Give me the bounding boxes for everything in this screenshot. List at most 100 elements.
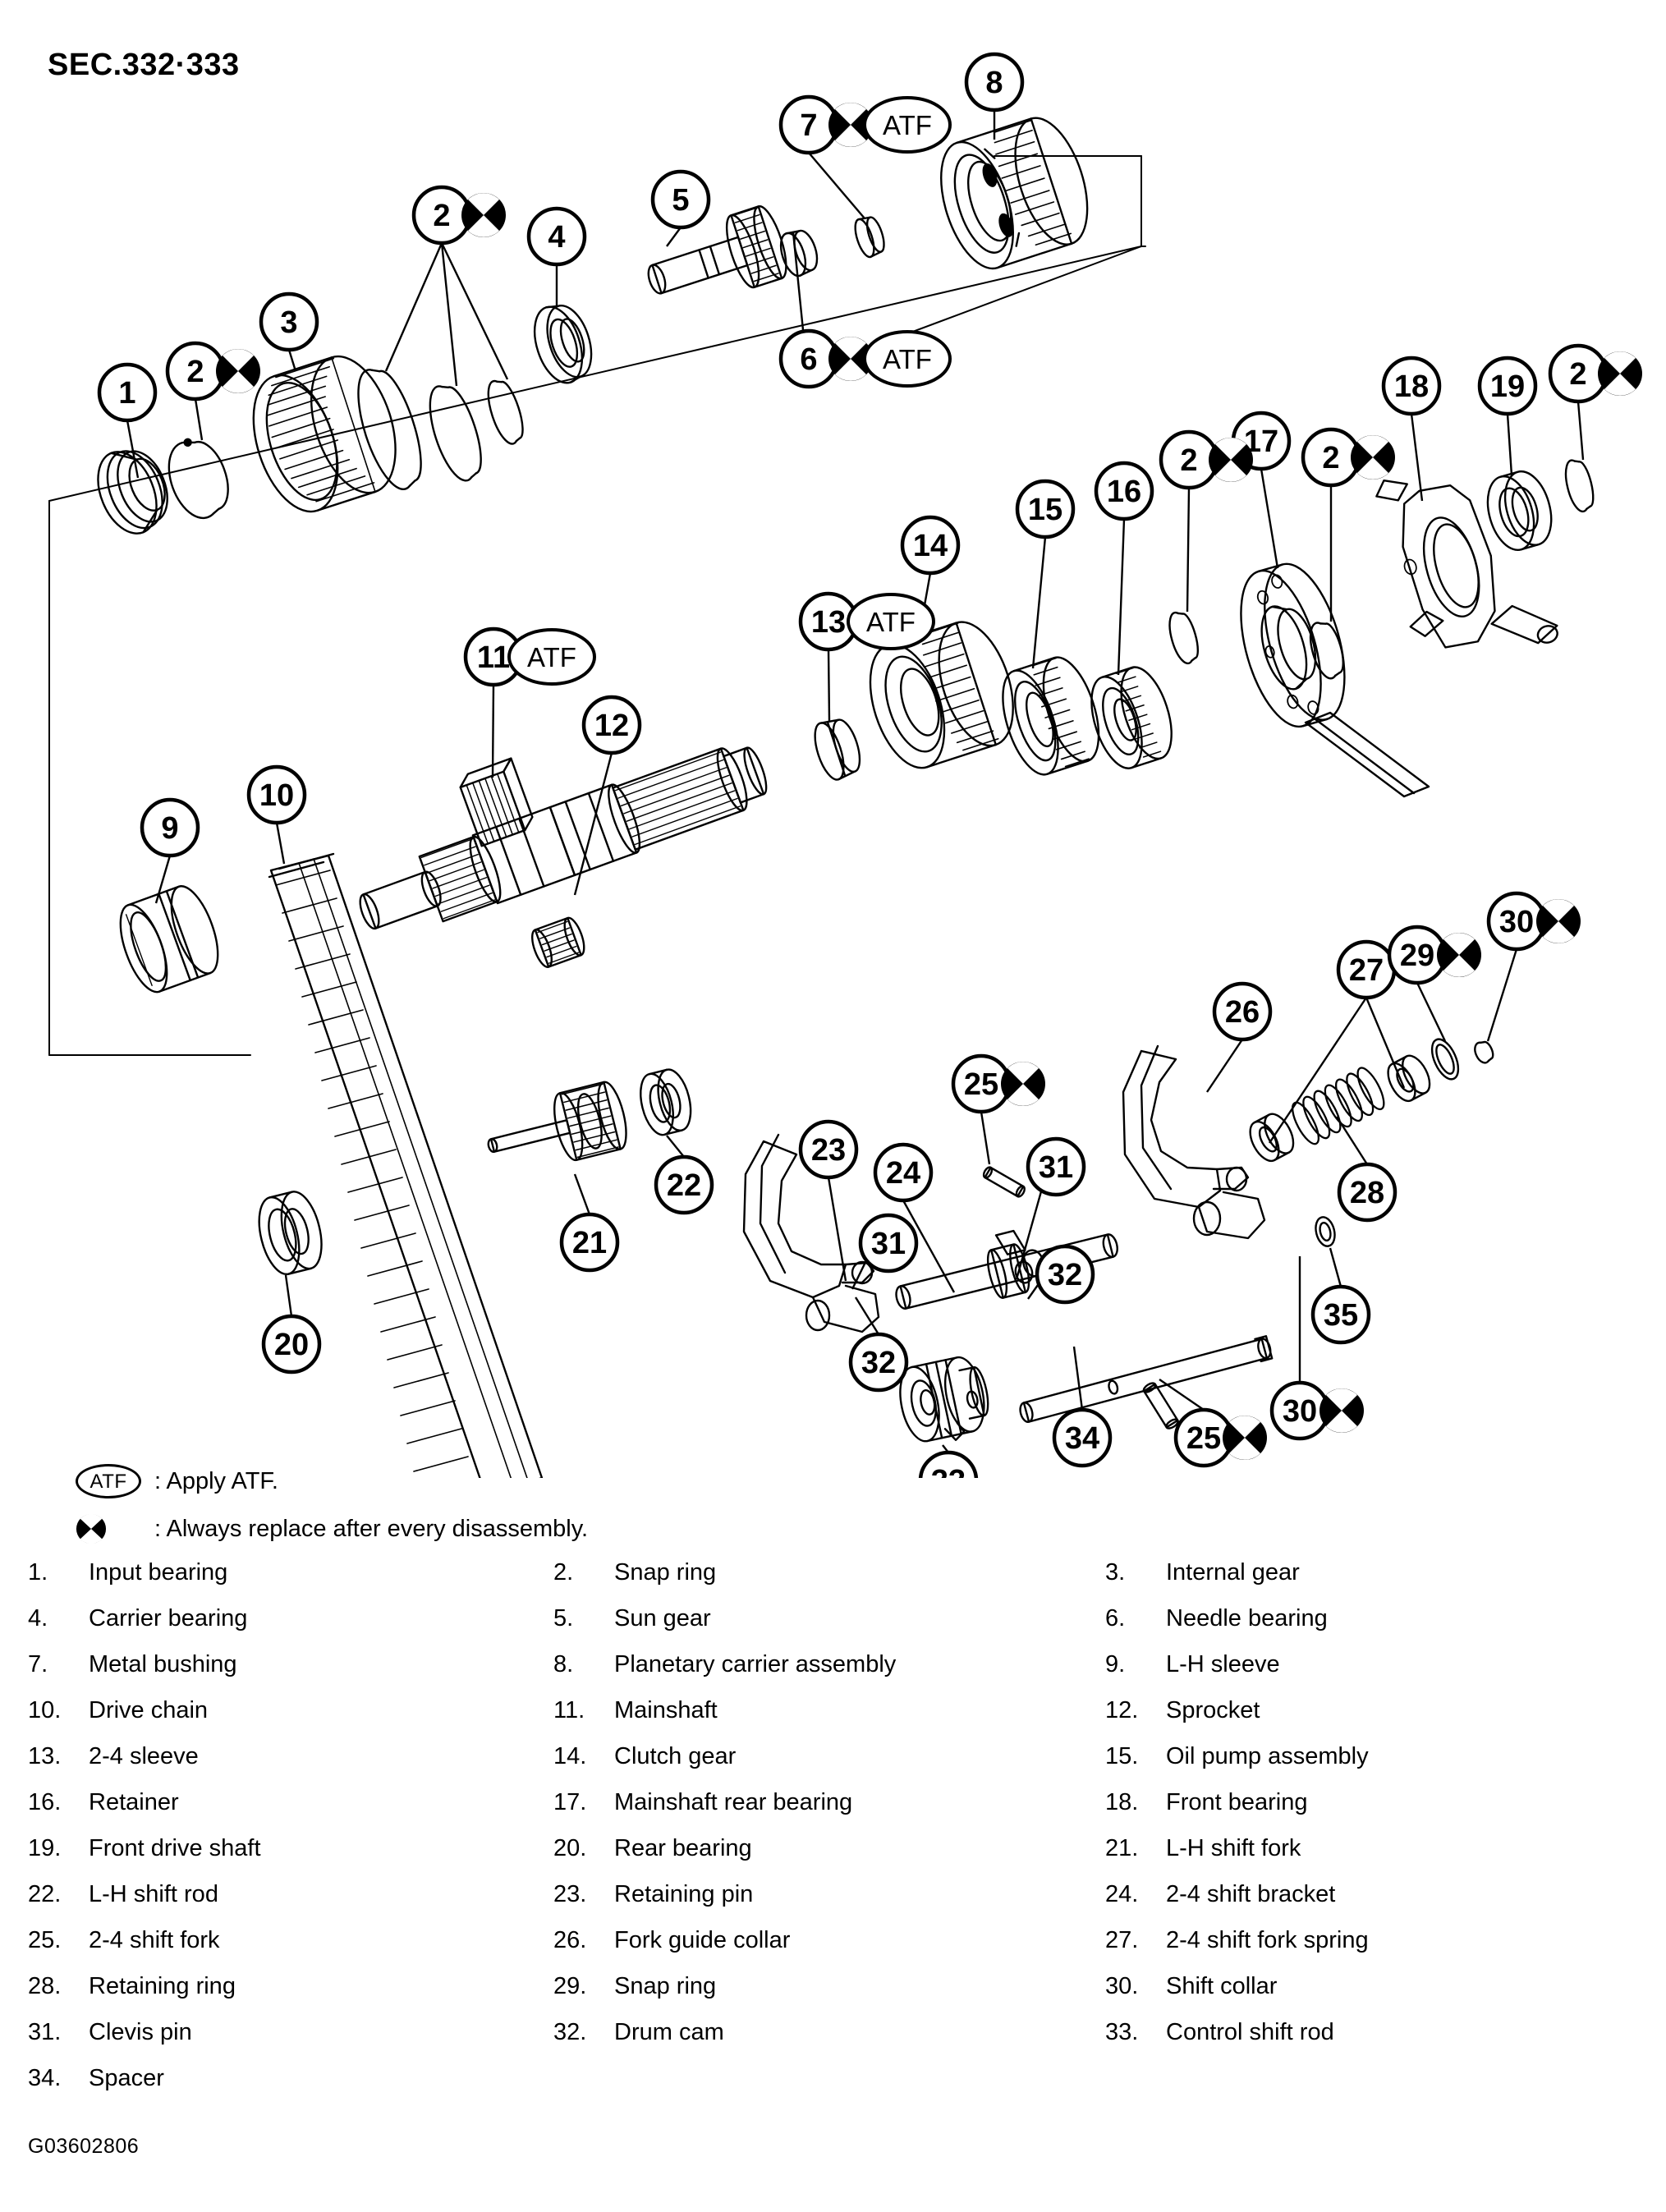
part-name: Sprocket (1166, 1697, 1260, 1723)
part-item: 6. Needle bearing (1104, 1602, 1655, 1635)
part-name: Drum cam (614, 2019, 724, 2045)
part-item: 27. 2-4 shift fork spring (1104, 1924, 1655, 1957)
part-name: 2-4 shift fork spring (1166, 1927, 1369, 1953)
figure-code: G03602806 (28, 2135, 140, 2158)
part-name: Carrier bearing (89, 1605, 248, 1631)
part-number: 16. (28, 1789, 62, 1815)
legend-row-atf: ATF : Apply ATF. (76, 1457, 815, 1505)
parts-row: 31. Clevis pin 32. Drum cam 33. Control shift… (0, 2016, 1666, 2062)
part-item: 21. L-H shift fork (1104, 1832, 1655, 1865)
part-item: 16.Retainer (0, 1786, 552, 1819)
part-name: Front drive shaft (89, 1835, 261, 1861)
part-number: 6. (1105, 1605, 1126, 1631)
part-name: Snap ring (614, 1559, 717, 1586)
part-name: Shift collar (1166, 1973, 1278, 1999)
part-name: Needle bearing (1166, 1605, 1328, 1631)
part-number: 29. (553, 1973, 587, 1999)
part-item: 10.Drive chain (0, 1694, 552, 1727)
part-item: 2. Snap ring (552, 1556, 1104, 1589)
part-item: 34.Spacer (0, 2062, 552, 2095)
part-item: 1.Input bearing (0, 1556, 552, 1589)
part-name: Retaining pin (614, 1881, 754, 1907)
part-number: 7. (28, 1651, 48, 1677)
part-item: 28. Retaining ring (0, 1970, 552, 2003)
parts-row: 7. Metal bushing 8.Planetary carrier assem… (0, 1648, 1666, 1694)
part-name: Front bearing (1166, 1789, 1308, 1815)
part-number: 22. (28, 1881, 62, 1907)
part-item: 19. Front drive shaft (0, 1832, 552, 1865)
part-item: 25.2-4 shift fork (0, 1924, 552, 1957)
part-name: L-H shift rod (89, 1881, 218, 1907)
part-item: 24.2-4 shift bracket (1104, 1878, 1655, 1911)
x-circle-icon (76, 1513, 154, 1544)
part-name: Rear bearing (614, 1835, 752, 1861)
parts-row: 28. Retaining ring 29. Snap ring 30. Shift co… (0, 1970, 1666, 2016)
part-number: 26. (553, 1927, 587, 1953)
part-number: 2. (553, 1559, 574, 1586)
atf-oval-icon: ATF (76, 1464, 154, 1498)
part-name: 2-4 shift bracket (1166, 1881, 1336, 1907)
part-number: 25. (28, 1927, 62, 1953)
part-name: L-H sleeve (1166, 1651, 1280, 1677)
part-name: Clutch gear (614, 1743, 737, 1769)
legend-text-atf: : Apply ATF. (154, 1467, 278, 1494)
part-number: 13. (28, 1743, 62, 1769)
part-name: Fork guide collar (614, 1927, 791, 1953)
legend-text-replace: : Always replace after every disassembly… (154, 1515, 589, 1542)
part-item: 23.Retaining pin (552, 1878, 1104, 1911)
part-name: L-H shift fork (1166, 1835, 1301, 1861)
part-number: 5. (553, 1605, 574, 1631)
part-item: 26. Fork guide collar (552, 1924, 1104, 1957)
part-number: 18. (1105, 1789, 1139, 1815)
part-name: Internal gear (1166, 1559, 1300, 1586)
part-item: 32. Drum cam (552, 2016, 1104, 2049)
part-name: Control shift rod (1166, 2019, 1334, 2045)
page-title: SEC.332·333 (48, 48, 240, 82)
part-item: 11.Mainshaft (552, 1694, 1104, 1727)
part-item: 4. Carrier bearing (0, 1602, 552, 1635)
part-name: Mainshaft rear bearing (614, 1789, 853, 1815)
part-number: 33. (1105, 2019, 1139, 2045)
part-name: Snap ring (614, 1973, 717, 1999)
part-number: 32. (553, 2019, 587, 2045)
part-number: 19. (28, 1835, 62, 1861)
part-item: 13.2-4 sleeve (0, 1740, 552, 1773)
part-item: 22. L-H shift rod (0, 1878, 552, 1911)
part-name: Metal bushing (89, 1651, 237, 1677)
part-item: 20. Rear bearing (552, 1832, 1104, 1865)
part-number: 11. (553, 1697, 585, 1723)
part-item: 29. Snap ring (552, 1970, 1104, 2003)
part-number: 15. (1105, 1743, 1139, 1769)
part-item: 3.Internal gear (1104, 1556, 1655, 1589)
part-number: 10. (28, 1697, 62, 1723)
part-name: Clevis pin (89, 2019, 192, 2045)
part-item: 7. Metal bushing (0, 1648, 552, 1681)
exploded-parts-diagram (48, 117, 1595, 1478)
part-item: 15.Oil pump assembly (1104, 1740, 1655, 1773)
part-number: 14. (553, 1743, 587, 1769)
part-number: 28. (28, 1973, 62, 1999)
legend: ATF : Apply ATF. : Always replace after … (76, 1457, 815, 1553)
part-number: 21. (1105, 1835, 1139, 1861)
part-item: 17.Mainshaft rear bearing (552, 1786, 1104, 1819)
part-name: Retaining ring (89, 1973, 236, 1999)
part-item: 9.L-H sleeve (1104, 1648, 1655, 1681)
part-number: 20. (553, 1835, 587, 1861)
part-number: 31. (28, 2019, 62, 2045)
part-number: 27. (1105, 1927, 1139, 1953)
part-item: 14. Clutch gear (552, 1740, 1104, 1773)
part-item: 30. Shift collar (1104, 1970, 1655, 2003)
parts-row: 34.Spacer (0, 2062, 1666, 2108)
part-item: 8.Planetary carrier assembly (552, 1648, 1104, 1681)
part-number: 4. (28, 1605, 48, 1631)
part-item: 31. Clevis pin (0, 2016, 552, 2049)
part-number: 30. (1105, 1973, 1139, 1999)
part-number: 34. (28, 2065, 62, 2091)
